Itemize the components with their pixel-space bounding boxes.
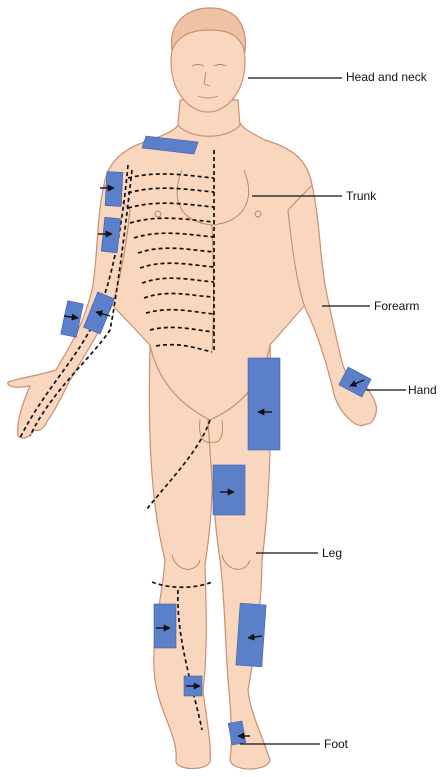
- dermatome-line: [143, 292, 215, 299]
- arrow-icon: [349, 379, 365, 387]
- dermatome-line: [149, 326, 215, 333]
- label-forearm: Forearm: [374, 299, 420, 313]
- torso: [97, 117, 319, 421]
- label-head-neck: Head and neck: [346, 70, 427, 84]
- left-leg: [148, 344, 214, 770]
- label-foot: Foot: [324, 737, 349, 751]
- patch-upper-arm-2: [100, 216, 122, 254]
- label-leg: Leg: [322, 546, 343, 560]
- leg-line-thigh: [145, 419, 211, 511]
- label-trunk: Trunk: [346, 189, 377, 203]
- patch-shoulder: [141, 135, 199, 155]
- patch-arrows: [63, 184, 365, 740]
- arrow-icon: [95, 310, 111, 318]
- dermatome-line: [127, 173, 215, 179]
- label-hand: Hand: [408, 383, 437, 397]
- right-leg: [207, 344, 272, 770]
- arrow-icon: [63, 313, 79, 321]
- dermatome-line: [145, 308, 215, 315]
- arrow-icon: [247, 633, 263, 641]
- patch-calf-left: [153, 603, 177, 649]
- dermatome-line: [137, 247, 215, 254]
- leg-line-calf: [151, 581, 213, 731]
- patch-calf-right: [235, 602, 267, 668]
- dermatome-line: [141, 277, 215, 284]
- patch-thigh-upper: [247, 357, 281, 451]
- leader-lines: [240, 77, 406, 745]
- arm-line-inner: [29, 169, 133, 437]
- dermatome-line: [127, 202, 215, 209]
- right-arm: [287, 184, 377, 427]
- dermatome-line: [129, 217, 215, 224]
- patch-upper-arm-1: [104, 171, 124, 207]
- neck: [177, 99, 241, 137]
- patch-thigh-lower: [212, 464, 246, 516]
- dermatome-line: [155, 343, 213, 353]
- hair: [170, 7, 246, 53]
- dermatome-lines: [19, 150, 215, 731]
- body-details: [154, 64, 262, 570]
- dermatome-line: [127, 187, 215, 194]
- dermatome-line: [139, 262, 215, 269]
- dermatome-line: [133, 232, 215, 239]
- body-silhouette: [7, 7, 377, 770]
